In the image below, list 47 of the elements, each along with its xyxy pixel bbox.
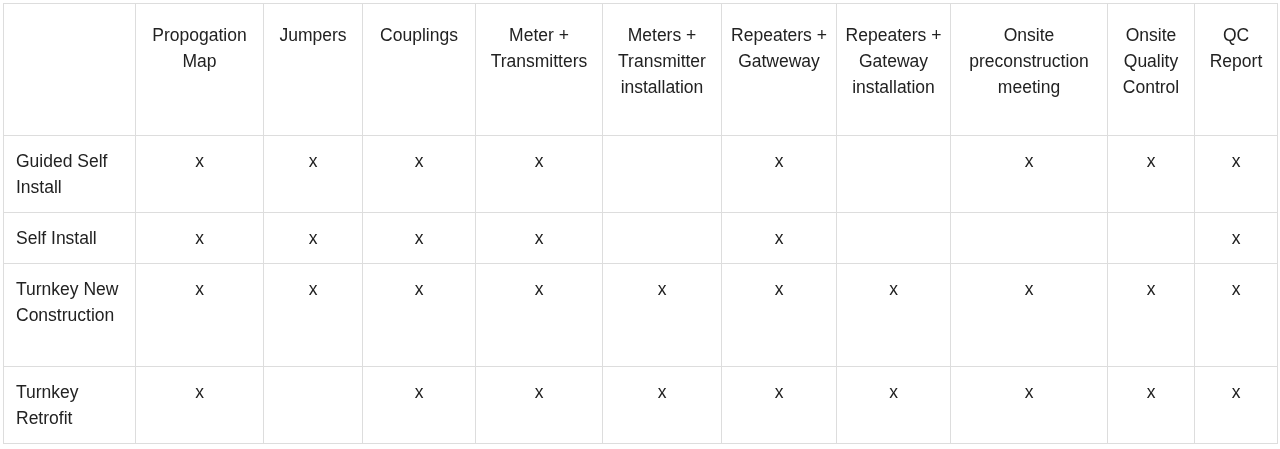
column-header: Repeaters + Gateway installation (844, 24, 943, 99)
check-mark: x (1146, 381, 1156, 404)
check-mark: x (774, 150, 784, 173)
column-header: Repeaters + Gatweway (730, 24, 828, 73)
check-mark: x (1146, 278, 1156, 301)
check-mark: x (308, 227, 318, 250)
check-mark: x (414, 227, 424, 250)
check-mark: x (414, 381, 424, 404)
check-mark: x (534, 150, 544, 173)
check-mark: x (308, 278, 318, 301)
check-mark: x (774, 381, 784, 404)
row-header: Turnkey Retrofit (16, 381, 80, 430)
check-mark: x (1024, 381, 1034, 404)
check-mark: x (774, 278, 784, 301)
check-mark: x (195, 381, 204, 404)
check-mark: x (1231, 381, 1241, 404)
check-mark: x (534, 278, 544, 301)
check-mark: x (308, 150, 318, 173)
check-mark: x (534, 381, 544, 404)
check-mark: x (889, 381, 898, 404)
column-header: QC Report (1208, 24, 1264, 73)
row-header: Self Install (16, 227, 97, 250)
check-mark: x (414, 278, 424, 301)
check-mark: x (414, 150, 424, 173)
column-header: Onsite Quality Control (1121, 24, 1181, 99)
check-mark: x (1231, 278, 1241, 301)
check-mark: x (1024, 278, 1034, 301)
check-mark: x (657, 278, 667, 301)
column-header: Couplings (380, 24, 458, 47)
column-header: Jumpers (279, 24, 347, 47)
row-header: Turnkey New Construction (16, 278, 120, 327)
column-header: Meters + Transmitter installation (617, 24, 707, 99)
check-mark: x (774, 227, 784, 250)
check-mark: x (657, 381, 667, 404)
check-mark: x (1146, 150, 1156, 173)
check-mark: x (1231, 227, 1241, 250)
row-header: Guided Self Install (16, 150, 109, 199)
column-header: Propogation Map (151, 24, 248, 73)
check-mark: x (1231, 150, 1241, 173)
column-header: Meter + Transmitters (489, 24, 589, 73)
check-mark: x (889, 278, 898, 301)
column-header: Onsite preconstruction meeting (968, 24, 1090, 99)
check-mark: x (195, 278, 204, 301)
check-mark: x (534, 227, 544, 250)
check-mark: x (1024, 150, 1034, 173)
check-mark: x (195, 227, 204, 250)
check-mark: x (195, 150, 204, 173)
